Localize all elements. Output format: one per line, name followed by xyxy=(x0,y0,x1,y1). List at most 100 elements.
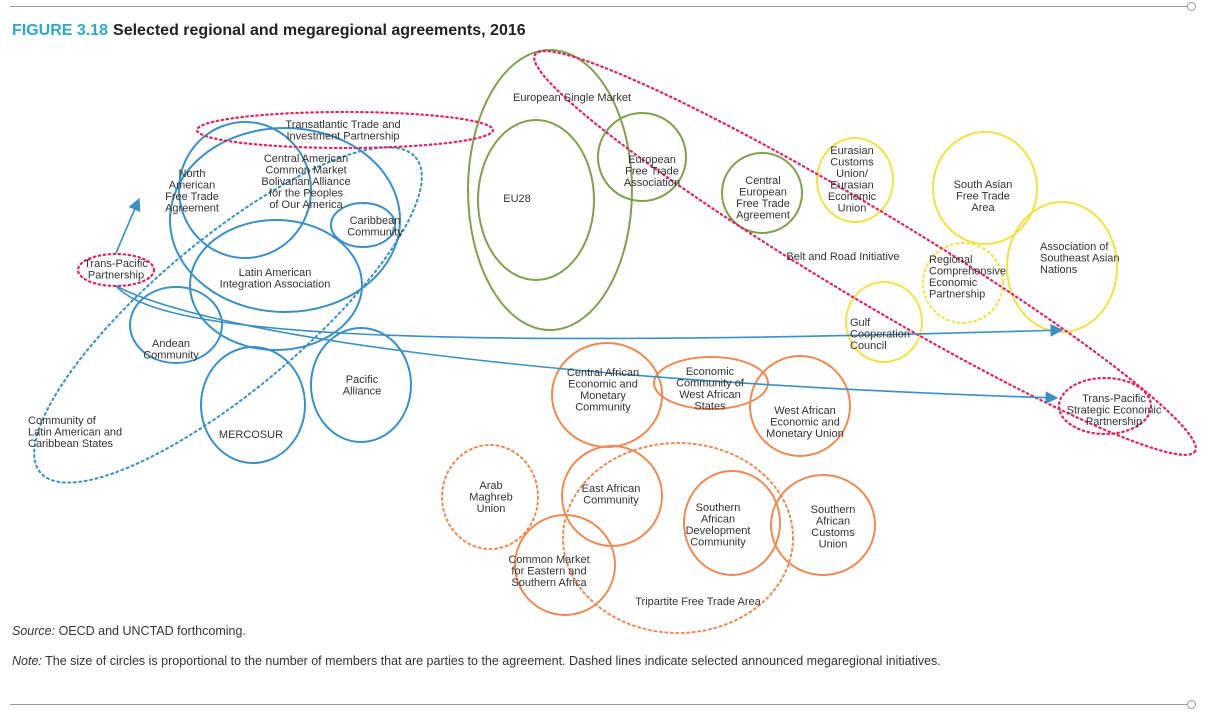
gcc-label-line: Gulf xyxy=(850,317,871,329)
efta-label-line: Free Trade xyxy=(625,166,679,178)
rcep-label-line: Comprehensive xyxy=(929,266,1006,278)
sadc-ellipse xyxy=(683,470,781,576)
safta-ellipse xyxy=(932,131,1038,245)
eaeu-label-line: Union/ xyxy=(836,168,869,180)
rcep-label-line: Partnership xyxy=(929,289,985,301)
eac-label-line: East African xyxy=(582,483,641,495)
aladi-ellipse xyxy=(189,219,363,351)
eaeu-ellipse xyxy=(816,137,894,223)
ecowas-label-line: States xyxy=(694,401,726,413)
pacific-label-line: Pacific xyxy=(346,374,379,386)
arrow-to-nafta xyxy=(115,197,141,254)
eaeu-label-line: Eurasian xyxy=(830,145,873,157)
bottom-rule xyxy=(10,704,1188,705)
waemu-label-line: Economic and xyxy=(770,417,840,429)
comesa-label-line: for Eastern and xyxy=(511,566,586,578)
top-rule xyxy=(10,6,1188,7)
sacu-ellipse xyxy=(770,474,876,576)
note-text: The size of circles is proportional to t… xyxy=(41,654,941,668)
source-text: OECD and UNCTAD forthcoming. xyxy=(55,624,246,638)
tpp-label-line: Trans-Pacific xyxy=(84,258,148,270)
cacm-label-line: for the Peoples xyxy=(269,188,343,200)
waemu-label-line: West African xyxy=(774,405,836,417)
aladi-label-line: Integration Association xyxy=(220,279,331,291)
tfta-ellipse xyxy=(562,442,794,634)
note-line: Note: The size of circles is proportiona… xyxy=(12,650,1192,672)
cefta-ellipse xyxy=(721,152,803,234)
top-rule-end-dot xyxy=(1187,2,1196,11)
tpsep-label-line: Trans-Pacific xyxy=(1082,393,1146,405)
eaeu-label-line: Union xyxy=(838,203,867,215)
esm-label-line: European Single Market xyxy=(513,92,631,104)
cacm-ellipse xyxy=(169,127,401,313)
andean-ellipse xyxy=(129,286,223,364)
cefta-label-line: Free Trade xyxy=(736,198,790,210)
waemu-label-line: Monetary Union xyxy=(766,428,844,440)
celac-ellipse xyxy=(33,146,423,484)
sacu-label-line: Southern xyxy=(811,504,856,516)
amu-ellipse xyxy=(441,444,539,550)
cemac-label-line: Central African xyxy=(567,367,639,379)
mercosur-label-line: MERCOSUR xyxy=(219,429,283,441)
figure-title-text: Selected regional and megaregional agree… xyxy=(113,22,526,39)
tpsep-ellipse xyxy=(1057,376,1153,436)
eac-label-line: Community xyxy=(583,495,639,507)
amu-label-line: Union xyxy=(477,503,506,515)
sacu-label-line: Union xyxy=(819,539,848,551)
comesa-ellipse xyxy=(514,514,616,616)
bottom-rule-end-dot xyxy=(1187,700,1196,709)
arrow-to-asean xyxy=(115,285,1064,340)
asean-label-line: Association of xyxy=(1040,241,1109,253)
cefta-label-line: European xyxy=(739,187,787,199)
gcc-label-line: Cooperation xyxy=(850,329,910,341)
ttip-label-line: Transatlantic Trade and xyxy=(285,119,400,131)
ttip-ellipse xyxy=(195,110,495,150)
caricom-ellipse xyxy=(330,202,396,248)
cefta-label-line: Agreement xyxy=(736,210,790,222)
gcc-ellipse xyxy=(845,281,923,363)
source-label: Source: xyxy=(12,624,56,638)
tfta-label-line: Tripartite Free Trade Area xyxy=(635,596,761,608)
celac-label-line: Latin American and xyxy=(28,427,122,439)
cemac-label-line: Community xyxy=(575,402,631,414)
andean-label-line: Andean xyxy=(152,338,190,350)
figure-number: FIGURE 3.18 xyxy=(12,22,109,39)
nafta-label-line: North xyxy=(179,168,206,180)
gcc-label-line: Council xyxy=(850,340,887,352)
waemu-ellipse xyxy=(749,355,851,457)
cacm-label-line: Bolivarian Alliance xyxy=(261,176,350,188)
nafta-label-line: American xyxy=(169,180,215,192)
nafta-label-line: Agreement xyxy=(165,203,219,215)
bri-label-line: Belt and Road Initiative xyxy=(786,251,899,263)
tpsep-label-line: Partnership xyxy=(1086,416,1142,428)
note-label: Note: xyxy=(12,654,42,668)
safta-label-line: Free Trade xyxy=(956,191,1010,203)
comesa-label-line: Southern Africa xyxy=(511,577,587,589)
sacu-label-line: African xyxy=(816,516,850,528)
nafta-label-line: Free Trade xyxy=(165,191,219,203)
cacm-label-line: of Our America xyxy=(269,199,343,211)
eaeu-label-line: Economic xyxy=(828,191,877,203)
andean-label-line: Community xyxy=(143,350,199,362)
cacm-label-line: Common Market xyxy=(265,165,346,177)
tpsep-label-line: Strategic Economic xyxy=(1067,405,1162,417)
ttip-label-line: Investment Partnership xyxy=(286,131,399,143)
eaeu-label-line: Customs xyxy=(830,157,874,169)
celac-label-line: Community of xyxy=(28,415,97,427)
nafta-ellipse xyxy=(178,121,312,259)
sadc-label-line: Community xyxy=(690,537,746,549)
aladi-label-line: Latin American xyxy=(239,267,312,279)
ecowas-ellipse xyxy=(653,356,769,410)
rcep-label-line: Economic xyxy=(929,277,978,289)
efta-label-line: European xyxy=(628,154,676,166)
comesa-label-line: Common Market xyxy=(508,554,589,566)
cefta-label-line: Central xyxy=(745,175,780,187)
cemac-label-line: Monetary xyxy=(580,390,626,402)
safta-label-line: Area xyxy=(971,202,995,214)
sacu-label-line: Customs xyxy=(811,527,855,539)
rcep-label-line: Regional xyxy=(929,254,972,266)
pacific-ellipse xyxy=(310,327,412,443)
efta-label-line: Association xyxy=(624,177,680,189)
